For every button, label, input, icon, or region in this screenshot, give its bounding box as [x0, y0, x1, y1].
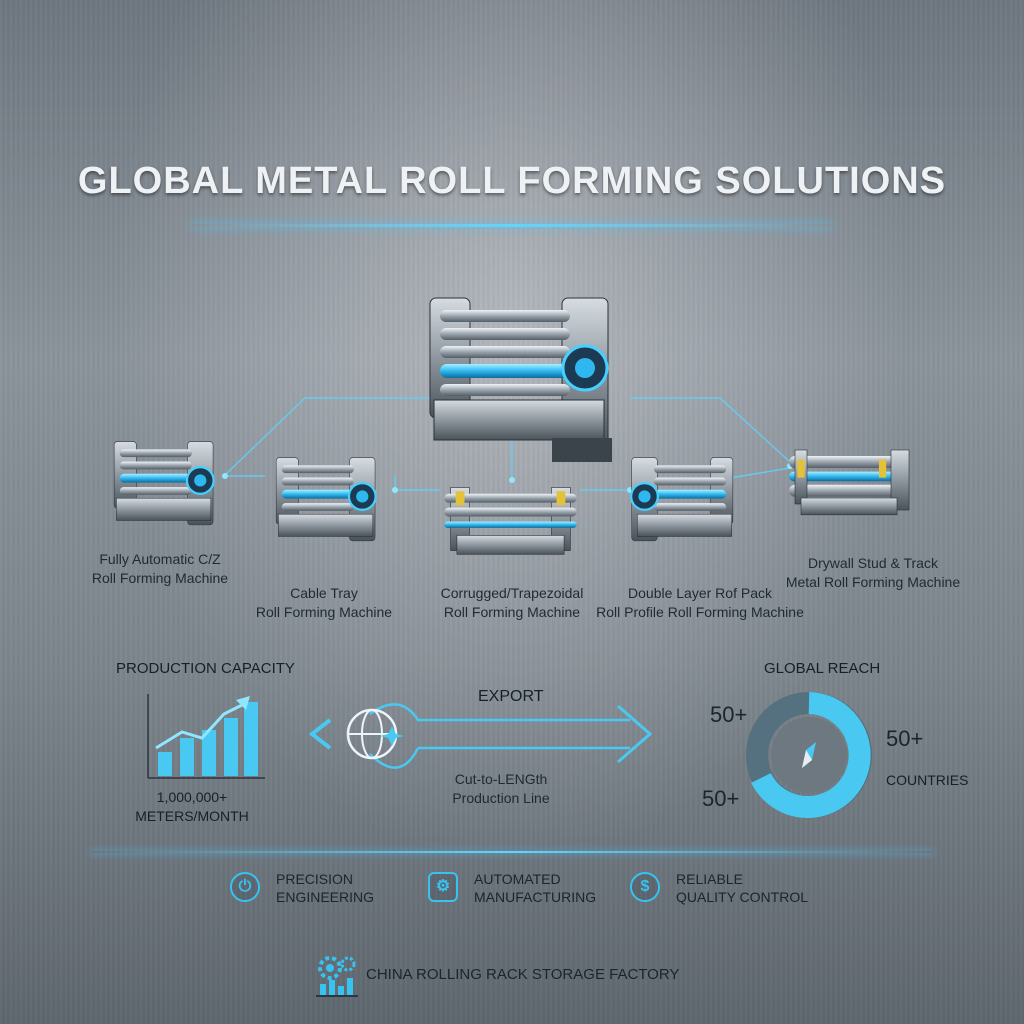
feature-line2: QUALITY CONTROL [676, 889, 808, 905]
production-stat: 1,000,000+ METERS/MONTH [132, 788, 252, 826]
machine-cable-tray [275, 457, 377, 542]
machine-label-line2: Roll Forming Machine [91, 570, 229, 586]
machine-label-line1: Drywall Stud & Track [808, 555, 938, 571]
features-divider [90, 851, 934, 853]
factory-gear-logo [316, 956, 358, 997]
machine-cz [113, 441, 215, 526]
global-reach-title: GLOBAL REACH [764, 660, 881, 677]
feature-line1: PRECISION [276, 871, 354, 887]
machine-label-corrugated: Corrugged/Trapezoidal Roll Forming Machi… [422, 584, 602, 622]
export-line2: Production Line [452, 790, 550, 806]
export-line1: Cut-to-LENGth [454, 771, 548, 787]
feature-text: AUTOMATED MANUFACTURING [474, 870, 596, 906]
feature-line2: ENGINEERING [276, 889, 375, 905]
power-icon: ⏻ [230, 872, 260, 902]
machine-label-line1: Double Layer Rof Pack [628, 585, 772, 601]
machine-label-line1: Cable Tray [290, 585, 358, 601]
machine-label-line2: Roll Forming Machine [255, 604, 393, 620]
export-arrow [308, 703, 653, 769]
robot-icon: ⚙ [428, 872, 458, 902]
feature-text: RELIABLE QUALITY CONTROL [676, 870, 808, 906]
feature-line2: MANUFACTURING [474, 889, 597, 905]
export-caption: Cut-to-LENGth Production Line [426, 770, 576, 808]
machine-label-line2: Metal Roll Forming Machine [785, 574, 961, 590]
production-capacity-title: PRODUCTION CAPACITY [116, 660, 295, 677]
machine-label-line2: Roll Forming Machine [443, 604, 581, 620]
global-countries-label: COUNTRIES [886, 772, 969, 788]
donut-chart-icon [746, 692, 872, 818]
main-roll-forming-machine [429, 297, 612, 462]
machine-label-cz: Fully Automatic C/Z Roll Forming Machine [80, 550, 240, 588]
machine-label-double-layer: Double Layer Rof Pack Roll Profile Roll … [590, 584, 810, 622]
global-stat-bottom-left: 50+ [702, 786, 740, 811]
machine-drywall-stud [789, 449, 910, 516]
page-title: GLOBAL METAL ROLL FORMING SOLUTIONS [77, 160, 947, 202]
global-stat-right: 50+ [886, 726, 924, 751]
production-value: 1,000,000+ [156, 789, 228, 805]
production-unit: METERS/MONTH [135, 808, 249, 824]
dollar-icon: $ [630, 872, 660, 902]
bar-chart-icon [147, 694, 265, 779]
machine-corrugated [444, 487, 577, 555]
machine-label-cable-tray: Cable Tray Roll Forming Machine [244, 584, 404, 622]
machine-label-line1: Fully Automatic C/Z [99, 551, 221, 567]
feature-text: PRECISION ENGINEERING [276, 870, 374, 906]
machine-label-line1: Corrugged/Trapezoidal [440, 585, 584, 601]
export-title: EXPORT [478, 688, 544, 705]
machine-label-line2: Roll Profile Roll Forming Machine [596, 604, 804, 620]
machine-label-drywall: Drywall Stud & Track Metal Roll Forming … [778, 554, 968, 592]
global-stat-top-left: 50+ [710, 702, 748, 727]
title-glow-line [192, 224, 832, 227]
feature-line1: RELIABLE [676, 871, 743, 887]
machine-double-layer [630, 457, 734, 542]
footer-company-name: CHINA ROLLING RACK STORAGE FACTORY [366, 966, 680, 983]
feature-line1: AUTOMATED [474, 871, 561, 887]
